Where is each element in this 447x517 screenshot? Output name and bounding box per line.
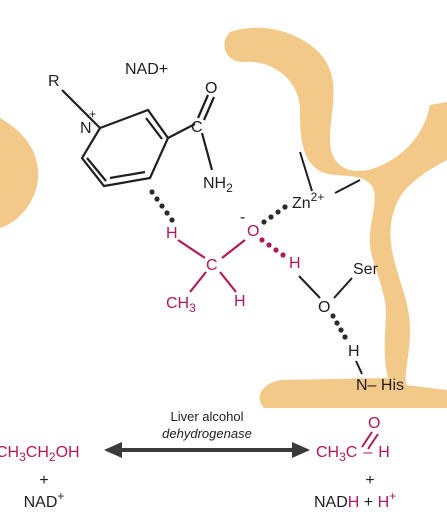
his-h-n-bond [355,360,363,375]
ring-to-amide-bond [167,123,196,139]
zinc-coordination-dots [261,204,288,225]
amide-double-bond-b [202,96,216,121]
right-plus-sign: + [365,472,374,489]
alkoxide-charge-label: - [240,209,245,226]
amide-double-bond-a [196,94,210,119]
substrate-carbon-label: C [206,257,218,274]
arrow-right-head [292,442,310,458]
r-group-label: R [48,73,60,90]
reaction-arrow [104,442,310,458]
nicotinamide-ring [61,89,216,188]
left-plus-sign: + [39,472,48,489]
ring-bonds [80,108,170,188]
his-h-label: H [348,343,360,360]
ring-nitrogen-charge: + [89,107,96,121]
amide-n-bond [200,132,214,171]
right-carbonyl-double-bond [361,431,379,450]
left-substrate-label: CH3CH2OH [0,444,80,464]
substrate-h-top-label: H [166,225,178,242]
r-bond [61,89,101,129]
nad-plus-top-label: NAD+ [125,61,168,78]
left-cofactor-label: NAD+ [24,489,65,511]
right-carbonyl-oxygen-label: O [368,415,380,432]
zinc-ion-label: Zn2+ [292,190,324,212]
ring-double-bond-2 [145,117,163,140]
enzyme-name-line-2: dehydrogenase [162,426,252,441]
enzyme-surface-right [224,27,447,408]
zinc-ligand-1 [299,151,313,192]
ser-oxygen-label: O [318,299,330,316]
ser-o-chain-bond [333,277,353,299]
ser-h-label: H [289,255,301,272]
right-product-label: CH3C–H [316,444,390,464]
ser-h-o-bond [298,275,321,299]
substrate-ch3-label: CH3 [166,295,196,315]
ring-double-bond-1 [86,157,107,182]
ser-his-hbond-dots [330,313,348,340]
his-residue-label: N– His [356,377,404,394]
ring-nitrogen-label: N [80,120,92,137]
substrate-h-bottom-label: H [234,293,246,310]
zinc-ligand-2 [334,179,361,194]
right-cofactor-label: NADH + H+ [314,489,396,511]
ring-double-bond-3 [109,170,146,180]
alkoxide-oxygen-label: O [247,223,259,240]
enzyme-name-line-1: Liver alcohol [171,409,244,424]
substrate-bonds [177,239,246,293]
arrow-left-head [104,442,122,458]
enzyme-surface-left [0,118,39,228]
hydride-transfer-dots [149,189,175,223]
ser-residue-label: Ser [353,261,379,278]
amide-carbon-label: C [191,119,203,136]
amide-nh2-label: NH2 [203,175,233,195]
alkoxide-ser-hbond-dots [259,237,286,258]
amide-oxygen-label: O [205,80,217,97]
